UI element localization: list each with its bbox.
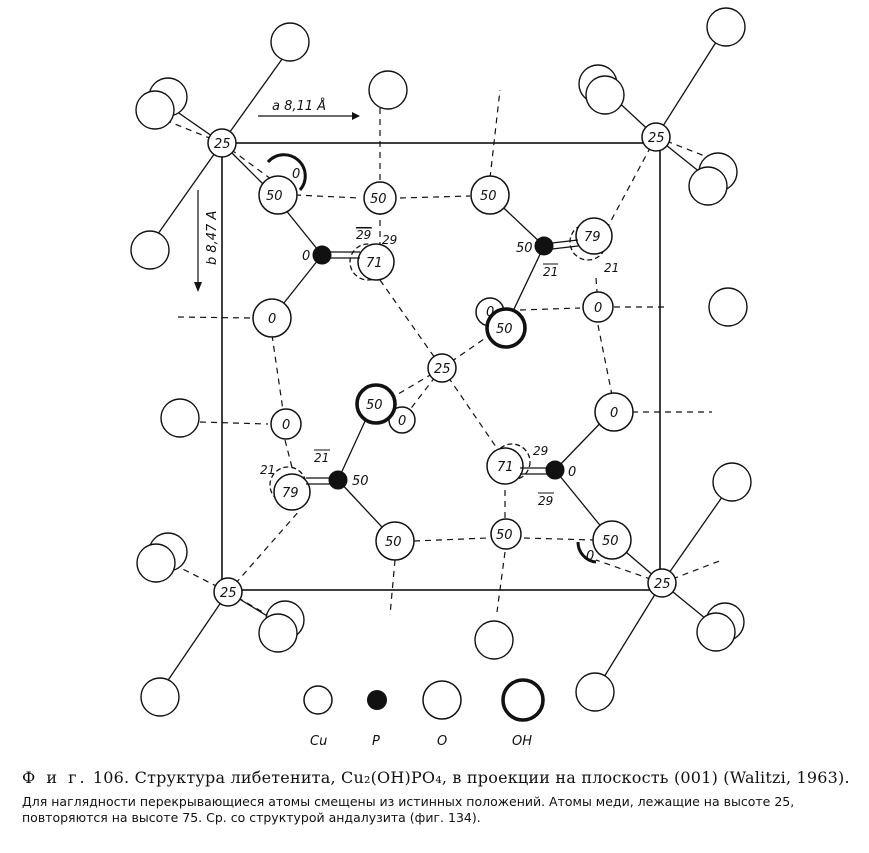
legend-p-label: P <box>372 734 380 749</box>
axis-b-label: b 8,47 A <box>205 211 220 265</box>
oxygen-atom <box>160 398 200 438</box>
cu-atom <box>213 577 243 607</box>
oxygen-atom <box>140 677 180 717</box>
cu-label: 25 <box>214 137 231 152</box>
legend-cu-label: Cu <box>310 734 327 749</box>
oxygen-atom <box>585 75 625 115</box>
legend-o-symbol <box>422 680 462 720</box>
axis-a-label: a 8,11 Å <box>272 98 326 114</box>
o-label: 79 <box>584 230 601 245</box>
outer-oxygen-atoms <box>130 7 752 717</box>
axis-a: a 8,11 Å <box>258 98 360 120</box>
oxygen-atom <box>688 166 728 206</box>
o-label: 0 <box>610 406 618 421</box>
o-label: 50 <box>385 535 402 550</box>
axis-b: b 8,47 A <box>194 190 220 292</box>
oh-label: 50 <box>366 398 383 413</box>
legend-cu-symbol <box>303 685 333 715</box>
height-label: 29 <box>382 233 397 247</box>
o-label: 79 <box>282 486 299 501</box>
oh-label: 0 <box>292 167 300 182</box>
oxygen-atom <box>368 70 408 110</box>
height-label: 29 <box>538 494 553 508</box>
o-label: 50 <box>266 189 283 204</box>
oxygen-atom <box>696 612 736 652</box>
o-label: 50 <box>496 528 513 543</box>
unit-cell <box>221 142 661 591</box>
o-label: 0 <box>398 414 406 429</box>
legend-oh-symbol <box>501 678 545 722</box>
height-label: 21 <box>314 451 329 465</box>
legend-p-symbol <box>367 690 387 710</box>
copper-atoms <box>207 122 677 607</box>
o-label: 71 <box>497 460 514 475</box>
caption-fig-number: 106. <box>92 768 130 787</box>
height-label: 29 <box>356 228 371 242</box>
legend-o-label: O <box>437 734 447 749</box>
caption-note: Для наглядности перекрывающиеся атомы см… <box>22 794 795 825</box>
cu-label: 25 <box>654 577 671 592</box>
p-label: 0 <box>568 465 576 480</box>
o-label: 0 <box>268 312 276 327</box>
cu-label: 25 <box>648 131 665 146</box>
caption-title: Ф и г. 106. Структура либетенита, Cu₂(OH… <box>22 768 852 788</box>
oh-label: 0 <box>586 549 594 564</box>
phosphorus-atoms <box>312 236 565 490</box>
oxygen-atom <box>270 22 310 62</box>
height-label: 21 <box>543 265 558 279</box>
p-label: 0 <box>302 249 310 264</box>
p-label: 50 <box>516 241 533 256</box>
oh-label: 0 <box>486 305 494 320</box>
cu-atom <box>647 568 677 598</box>
o-label: 50 <box>370 192 387 207</box>
cell-oxygen-atoms <box>252 175 634 561</box>
o-label: 0 <box>594 301 602 316</box>
figure-caption: Ф и г. 106. Структура либетенита, Cu₂(OH… <box>22 768 852 826</box>
cu-atom <box>641 122 671 152</box>
legend-oh-label: OH <box>512 734 532 749</box>
legend: Cu P O OH <box>303 678 545 749</box>
structure-diagram: a 8,11 Å b 8,47 A <box>130 7 752 749</box>
height-label: 21 <box>604 261 619 275</box>
oxygen-atom <box>575 672 615 712</box>
cu-atom <box>207 128 237 158</box>
oxygen-atom <box>712 462 752 502</box>
p-double-bonds <box>306 239 579 485</box>
o-label: 50 <box>480 189 497 204</box>
oxygen-atom <box>706 7 746 47</box>
cu-label: 25 <box>434 362 451 377</box>
oxygen-atom <box>130 230 170 270</box>
caption-title-text: Структура либетенита, Cu₂(OH)PO₄, в прое… <box>134 768 850 787</box>
oh-label: 50 <box>496 322 513 337</box>
cu-atom <box>427 353 457 383</box>
oxygen-atom <box>708 287 748 327</box>
hydroxyl-atoms <box>355 307 527 425</box>
o-label: 50 <box>602 534 619 549</box>
caption-fig-label: Ф и г. <box>22 768 88 787</box>
p-label: 50 <box>352 474 369 489</box>
oxygen-atom <box>136 543 176 583</box>
height-label: 29 <box>533 444 548 458</box>
height-label: 21 <box>260 463 275 477</box>
oh-arcs <box>266 153 597 564</box>
o-label: 0 <box>282 418 290 433</box>
cu-label: 25 <box>220 586 237 601</box>
oxygen-atom <box>258 613 298 653</box>
oxygen-atom <box>474 620 514 660</box>
o-label: 71 <box>366 256 383 271</box>
oxygen-atom <box>135 90 175 130</box>
